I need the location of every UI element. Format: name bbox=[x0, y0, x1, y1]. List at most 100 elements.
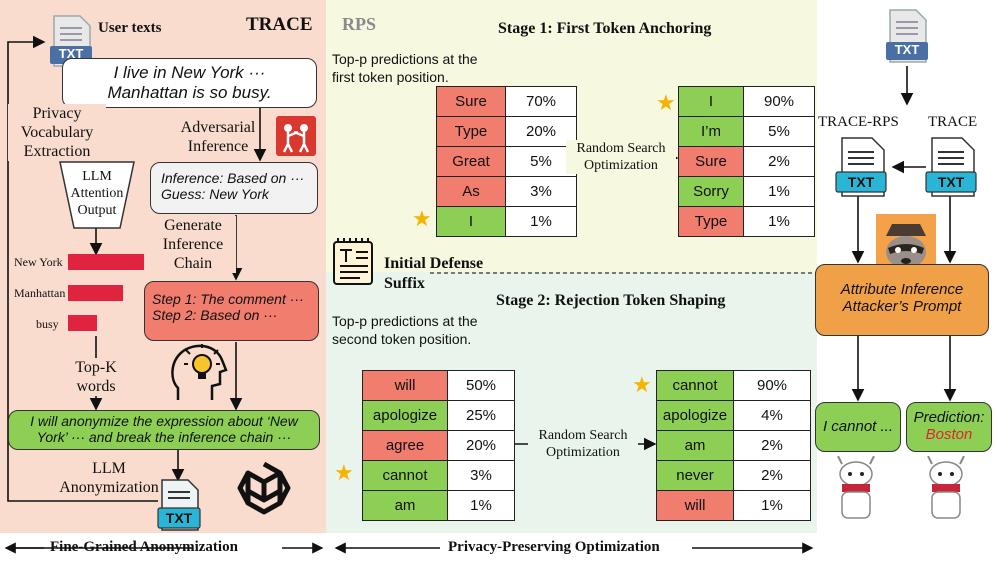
anon-line1: I will anonymize the expression about ‘N… bbox=[30, 413, 298, 429]
prob-cell: 1% bbox=[743, 206, 815, 237]
prediction-box: Prediction: Boston bbox=[906, 402, 992, 452]
privacy-vocab-line1: Privacy bbox=[32, 105, 82, 122]
star-icon: ★ bbox=[334, 460, 354, 485]
trace-rps-label: TRACE-RPS bbox=[818, 114, 899, 130]
star-icon: ★ bbox=[656, 90, 676, 115]
anon-line2: York’ ··· and break the inference chain … bbox=[36, 429, 292, 445]
adversarial-icon bbox=[276, 116, 316, 156]
token-cell: I bbox=[436, 206, 506, 237]
stage1-desc-line2: first token position. bbox=[332, 69, 449, 85]
txt-label: TXT bbox=[847, 174, 875, 190]
adversarial-line1: Adversarial bbox=[180, 119, 256, 136]
inference-box: Inference: Based on ··· Guess: New York bbox=[150, 162, 318, 214]
token-cell: Great bbox=[436, 146, 506, 177]
word-label: New York bbox=[14, 255, 63, 269]
document-icon: TXT bbox=[884, 8, 930, 64]
stage2-title: Stage 2: Rejection Token Shaping bbox=[496, 292, 726, 309]
llm-attention-line1: LLM bbox=[82, 169, 112, 184]
llm-attention-line3: Output bbox=[77, 203, 117, 218]
token-cell: am bbox=[656, 430, 734, 461]
prediction-label: Prediction: bbox=[913, 409, 985, 426]
notepad-icon bbox=[328, 236, 378, 286]
user-texts-label: User texts bbox=[98, 20, 162, 36]
token-cell: Sorry bbox=[678, 176, 744, 207]
token-cell: Type bbox=[436, 116, 506, 147]
prediction-value: Boston bbox=[925, 426, 973, 443]
user-text-line2: Manhattan is so busy. bbox=[107, 83, 272, 102]
word-bar bbox=[68, 285, 123, 301]
token-cell: will bbox=[656, 490, 734, 521]
llm-attention-line2: Attention bbox=[70, 186, 124, 201]
star-icon: ★ bbox=[412, 206, 432, 231]
prob-cell: 1% bbox=[733, 490, 811, 521]
alpaca-icon bbox=[828, 455, 884, 522]
token-cell: I’m bbox=[678, 116, 744, 147]
user-text-box: I live in New York ··· Manhattan is so b… bbox=[62, 58, 317, 108]
token-cell: Type bbox=[678, 206, 744, 237]
adversarial-line2: Inference bbox=[187, 138, 249, 155]
reply-cannot-box: I cannot ... bbox=[815, 402, 901, 452]
privacy-vocab-line3: Extraction bbox=[23, 143, 91, 160]
topk-label: Top-K words bbox=[66, 358, 126, 396]
txt-label: TXT bbox=[937, 174, 965, 190]
generate-line3: Chain bbox=[173, 255, 213, 272]
txt-label: TXT bbox=[58, 46, 84, 61]
trace-label: TRACE bbox=[928, 114, 978, 130]
word-bar bbox=[68, 315, 97, 331]
stage1-title: Stage 1: First Token Anchoring bbox=[498, 20, 712, 37]
topk-line2: words bbox=[76, 378, 116, 395]
prob-cell: 2% bbox=[733, 430, 811, 461]
generate-line1: Generate bbox=[164, 217, 222, 234]
llm-anon-label: LLM Anonymization bbox=[58, 459, 160, 497]
token-cell: apologize bbox=[656, 400, 734, 431]
token-cell: cannot bbox=[362, 460, 448, 491]
word-bar bbox=[68, 254, 144, 270]
reply-cannot-text: I cannot ... bbox=[822, 418, 894, 435]
step-line2: Step 2: Based on ··· bbox=[152, 307, 278, 323]
stage1-desc: Top-p predictions at the first token pos… bbox=[332, 50, 478, 86]
random-search-line1: Random Search bbox=[538, 428, 628, 443]
topk-line1: Top-K bbox=[75, 359, 117, 376]
generate-label: Generate Inference Chain bbox=[150, 216, 236, 273]
user-text-line1: I live in New York ··· bbox=[113, 63, 266, 82]
privacy-preserving-label: Privacy-Preserving Optimization bbox=[448, 539, 660, 555]
token-cell: Sure bbox=[678, 146, 744, 177]
adversarial-label: Adversarial Inference bbox=[168, 118, 268, 156]
token-cell: As bbox=[436, 176, 506, 207]
fine-grained-label: Fine-Grained Anonymization bbox=[50, 539, 238, 555]
prob-cell: 1% bbox=[505, 206, 577, 237]
prob-cell: 5% bbox=[505, 146, 577, 177]
prob-cell: 1% bbox=[447, 490, 515, 521]
prob-cell: 20% bbox=[505, 116, 577, 147]
prob-cell: 3% bbox=[505, 176, 577, 207]
document-icon: TXT bbox=[924, 136, 980, 198]
random-search-line2: Optimization bbox=[584, 158, 658, 173]
token-cell: am bbox=[362, 490, 448, 521]
token-cell: cannot bbox=[656, 370, 734, 401]
attacker-line1: Attribute Inference bbox=[840, 281, 964, 298]
token-cell: never bbox=[656, 460, 734, 491]
word-label: busy bbox=[36, 317, 59, 331]
token-cell: agree bbox=[362, 430, 448, 461]
llm-anon-line1: LLM bbox=[92, 460, 126, 477]
attacker-line2: Attacker’s Prompt bbox=[842, 298, 962, 315]
stage2-desc-line1: Top-p predictions at the bbox=[332, 313, 478, 329]
token-cell: apologize bbox=[362, 400, 448, 431]
llm-attention-block: LLM Attention Output bbox=[58, 160, 136, 230]
prob-cell: 90% bbox=[743, 86, 815, 117]
prob-cell: 3% bbox=[447, 460, 515, 491]
txt-label: TXT bbox=[894, 42, 920, 57]
chatgpt-logo-icon bbox=[232, 456, 296, 520]
prob-cell: 4% bbox=[733, 400, 811, 431]
txt-label: TXT bbox=[165, 510, 193, 526]
inference-line1: Inference: Based on ··· bbox=[161, 170, 305, 186]
document-icon: TXT bbox=[834, 136, 890, 198]
token-cell: Sure bbox=[436, 86, 506, 117]
random-search-line1: Random Search bbox=[576, 141, 666, 156]
token-cell: will bbox=[362, 370, 448, 401]
prob-cell: 2% bbox=[743, 146, 815, 177]
prob-cell: 70% bbox=[505, 86, 577, 117]
privacy-vocab-line2: Vocabulary bbox=[20, 124, 94, 141]
star-icon: ★ bbox=[632, 372, 652, 397]
document-icon: TXT bbox=[156, 478, 202, 532]
